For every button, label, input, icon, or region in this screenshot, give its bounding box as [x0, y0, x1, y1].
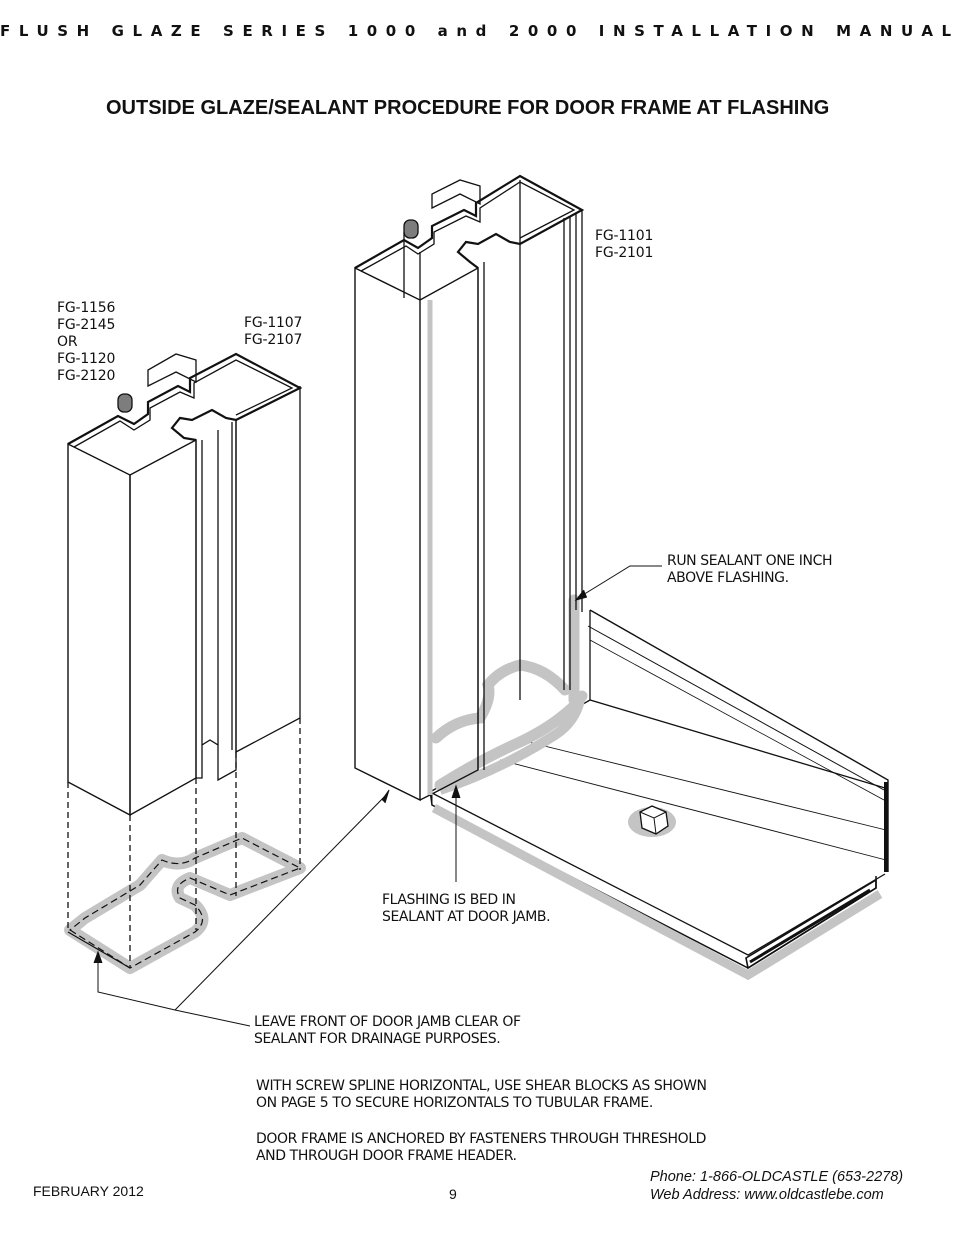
label-left-part-numbers: FG-1156 FG-2145 OR FG-1120 FG-2120 — [57, 300, 116, 384]
left-jamb-assembly — [64, 352, 306, 974]
left-sealant-bead — [64, 832, 306, 974]
right-sealant-bead — [430, 594, 588, 791]
left-gasket — [117, 393, 133, 413]
left-leader-lines — [93, 789, 390, 1027]
right-jamb-assembly — [354, 174, 889, 981]
right-leader-lines — [451, 565, 662, 882]
footer-phone: Phone: 1-866-OLDCASTLE (653-2278) — [650, 1169, 904, 1185]
label-flashing-bed: FLASHING IS BED IN SEALANT AT DOOR JAMB. — [382, 892, 551, 925]
label-center-part-numbers: FG-1107 FG-2107 — [244, 315, 303, 348]
right-gasket — [403, 219, 419, 239]
note-screw-spline: WITH SCREW SPLINE HORIZONTAL, USE SHEAR … — [256, 1078, 707, 1111]
page-title: OUTSIDE GLAZE/SEALANT PROCEDURE FOR DOOR… — [106, 97, 830, 119]
page-number: 9 — [449, 1186, 457, 1202]
label-right-part-numbers: FG-1101 FG-2101 — [595, 228, 654, 261]
footer-web: Web Address: www.oldcastlebe.com — [650, 1187, 884, 1203]
note-anchored: DOOR FRAME IS ANCHORED BY FASTENERS THRO… — [256, 1131, 707, 1164]
threshold-fastener — [628, 805, 676, 837]
footer-date: FEBRUARY 2012 — [33, 1183, 144, 1199]
label-leave-front: LEAVE FRONT OF DOOR JAMB CLEAR OF SEALAN… — [254, 1014, 521, 1047]
label-run-sealant: RUN SEALANT ONE INCH ABOVE FLASHING. — [667, 553, 833, 586]
manual-header: FLUSH GLAZE SERIES 1000 and 2000 INSTALL… — [0, 22, 954, 40]
